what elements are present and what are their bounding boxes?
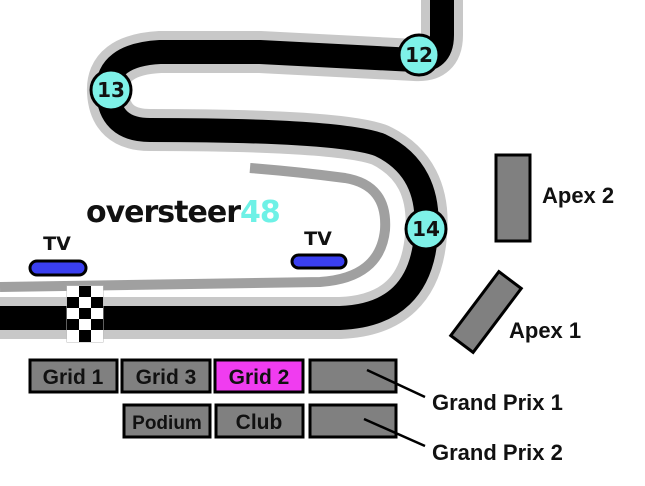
brand-name: oversteer bbox=[86, 195, 241, 230]
tv-camera-icon bbox=[290, 253, 348, 270]
stand-grid-3[interactable]: Grid 3 bbox=[120, 358, 212, 394]
turn-12-label: 12 bbox=[405, 43, 433, 67]
tv-camera-icon bbox=[28, 259, 88, 277]
tv-marker-right[interactable]: TV bbox=[290, 228, 348, 270]
stand-apex-2-label: Apex 2 bbox=[542, 183, 614, 208]
turn-13-label: 13 bbox=[97, 78, 125, 102]
tv-label: TV bbox=[304, 228, 332, 250]
stand-grid-2-label: Grid 2 bbox=[229, 366, 290, 389]
grand-prix-2-label: Grand Prix 2 bbox=[432, 440, 563, 465]
turn-marker-14[interactable]: 14 bbox=[404, 207, 448, 251]
tv-marker-left[interactable]: TV bbox=[28, 233, 88, 277]
stand-grid-1-label: Grid 1 bbox=[43, 366, 104, 389]
pit-lane bbox=[0, 163, 391, 292]
stand-club-label: Club bbox=[236, 411, 283, 434]
stand-grid-3-label: Grid 3 bbox=[136, 366, 197, 389]
stand-apex-1[interactable]: Apex 1 bbox=[448, 269, 581, 355]
brand-number: 48 bbox=[240, 195, 280, 230]
brand-logo: oversteer48 bbox=[86, 195, 280, 230]
stand-grand-prix-2[interactable] bbox=[308, 403, 398, 439]
grand-prix-1-label: Grand Prix 1 bbox=[432, 390, 563, 415]
stand-grand-prix-1[interactable] bbox=[308, 358, 398, 394]
stand-podium[interactable]: Podium bbox=[122, 403, 212, 439]
tv-label: TV bbox=[43, 233, 71, 255]
turn-marker-13[interactable]: 13 bbox=[89, 68, 133, 112]
turn-14-label: 14 bbox=[412, 217, 440, 241]
stand-club[interactable]: Club bbox=[214, 403, 305, 439]
stand-grid-2[interactable]: Grid 2 bbox=[213, 358, 305, 394]
callout-line-grand-prix-2 bbox=[363, 417, 426, 448]
turn-marker-12[interactable]: 12 bbox=[397, 33, 441, 77]
start-finish-line bbox=[66, 285, 104, 343]
stand-apex-1-label: Apex 1 bbox=[509, 318, 581, 343]
stand-apex-2[interactable]: Apex 2 bbox=[494, 153, 614, 243]
stand-podium-label: Podium bbox=[132, 413, 202, 434]
stand-grid-1[interactable]: Grid 1 bbox=[28, 358, 119, 394]
callout-line-grand-prix-1 bbox=[366, 368, 426, 399]
